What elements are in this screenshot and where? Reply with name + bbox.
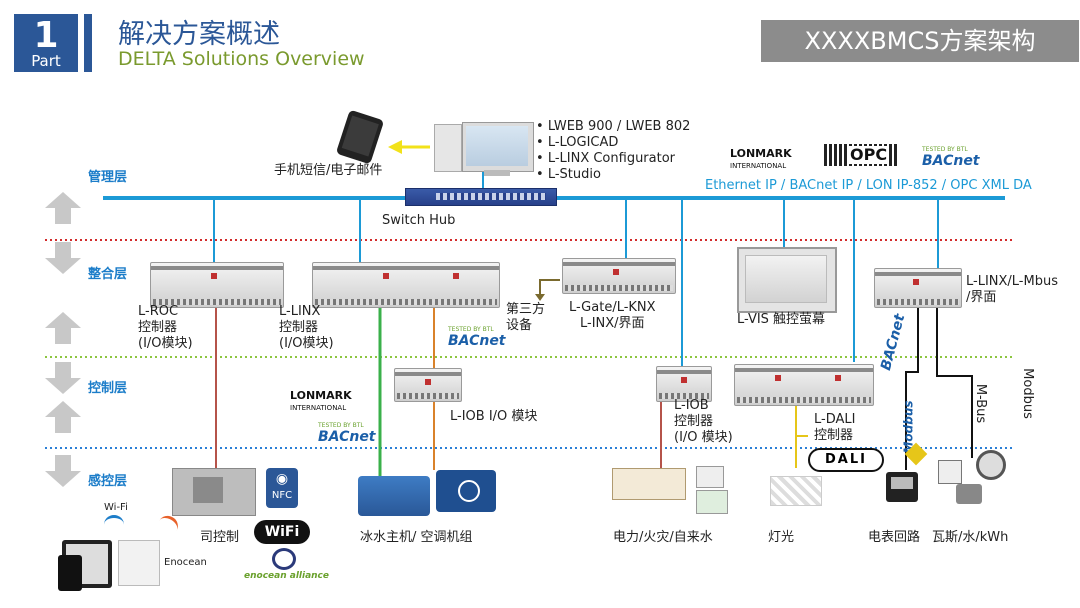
linx-mbus-label-1: L-LINX/L-Mbus (966, 274, 1058, 289)
roc-label-3: (I/O模块) (138, 336, 193, 351)
wifi-small-label: Wi-Fi (104, 502, 128, 513)
third-party-label-2: 设备 (506, 318, 533, 333)
dali-label-1: L-DALI (814, 412, 856, 427)
phone-icon (58, 555, 82, 591)
linx-label-2: 控制器 (279, 320, 319, 335)
nfc-logo: ◉NFC (266, 468, 298, 508)
section-ribbon: XXXXBMCS方案架构 (761, 20, 1079, 62)
enocean-alliance-icon (272, 548, 296, 570)
gateway-label-2: L-INX/界面 (580, 316, 645, 331)
opc-logo: OPC (824, 144, 898, 166)
wifi-logo: WiFi (254, 520, 310, 544)
water-meter-icon (696, 490, 728, 514)
part-badge: 1 Part (14, 14, 78, 72)
wall-switch-icon (118, 540, 160, 586)
software-item: • LWEB 900 / LWEB 802 (536, 119, 691, 134)
l-roc-controller (150, 262, 284, 308)
gas-label: 瓦斯/水/kWh (932, 530, 1009, 545)
part-number: 1 (33, 15, 59, 56)
dali-logo: DALI (808, 448, 884, 472)
meter-label: 电表回路 (868, 530, 921, 545)
software-item: • L-LINX Configurator (536, 151, 676, 166)
third-party-label-1: 第三方 (506, 302, 546, 317)
arrow-up-icon (45, 192, 81, 208)
lighting-label: 灯光 (768, 530, 795, 545)
iob-ctrl-label-3: (I/O 模块) (674, 430, 733, 445)
layer-management: 管理层 (88, 170, 128, 185)
modbus-label: Modbus (1019, 368, 1035, 419)
gas-meter-icon (976, 450, 1006, 480)
l-iob-io-module (394, 368, 462, 402)
arrow-up-icon (45, 401, 81, 417)
chiller-icon (358, 476, 430, 516)
modbus-label-box: Modbus (1018, 366, 1042, 426)
fire-panel-icon (696, 466, 724, 488)
arrow-down-icon (45, 471, 81, 487)
iob-io-label: L-IOB I/O 模块 (450, 409, 538, 424)
dali-label-2: 控制器 (814, 428, 854, 443)
roc-label-1: L-ROC (138, 304, 179, 319)
ahu-icon (436, 470, 496, 512)
pc-tower-icon (434, 124, 462, 172)
linx-label-3: (I/O模块) (279, 336, 334, 351)
roc-label-2: 控制器 (138, 320, 178, 335)
mbus-label-box: M-Bus (973, 382, 993, 428)
mobile-label: 手机短信/电子邮件 (274, 163, 383, 178)
mbus-label: M-Bus (973, 383, 989, 424)
layer-sensing: 感控层 (88, 474, 128, 489)
switch-hub-label: Switch Hub (382, 213, 456, 228)
enocean-alliance-logo: enocean alliance (244, 571, 329, 581)
gateway-label-1: L-Gate/L-KNX (569, 300, 656, 315)
kwh-meter-icon (938, 460, 962, 484)
layer-control: 控制层 (88, 381, 128, 396)
vis-label: L-VIS 触控萤幕 (737, 312, 826, 327)
arrow-down-icon (45, 258, 81, 274)
control-cabinet-icon (172, 468, 256, 516)
arrow-down-icon (45, 378, 81, 394)
linx-mbus-label-2: /界面 (966, 290, 997, 305)
l-dali-controller (734, 364, 874, 406)
monitor-icon (462, 122, 534, 172)
electrical-panel-icon (612, 468, 686, 500)
chiller-label: 冰水主机/ 空调机组 (360, 530, 473, 545)
part-label: Part (31, 52, 61, 70)
layer-integration: 整合层 (88, 267, 128, 282)
water-meter-icon (956, 484, 982, 504)
enocean-small-label: Enocean (164, 557, 207, 568)
lighting-fixture-icon (770, 476, 822, 506)
wifi-signal-icon (104, 515, 124, 534)
l-vis-touch-panel (737, 247, 837, 313)
iob-ctrl-label-2: 控制器 (674, 414, 714, 429)
l-linx-controller (312, 262, 500, 308)
page-subtitle: DELTA Solutions Overview (118, 48, 365, 70)
power-meter-icon (886, 472, 918, 502)
l-linx-mbus-interface (874, 268, 962, 308)
arrow-up-icon (45, 312, 81, 328)
switch-hub-icon (405, 188, 557, 206)
l-gate-device (562, 258, 676, 294)
software-item: • L-LOGICAD (536, 135, 619, 150)
page-title: 解决方案概述 (118, 19, 280, 50)
power-label: 电力/火灾/自来水 (613, 530, 713, 545)
monitor-stand (484, 170, 510, 176)
iob-ctrl-label-1: L-IOB (674, 398, 709, 413)
l-iob-controller (656, 366, 712, 402)
software-item: • L-Studio (536, 167, 601, 182)
room-control-label: 司控制 (200, 530, 240, 545)
protocol-list: Ethernet IP / BACnet IP / LON IP-852 / O… (705, 178, 1032, 193)
badge-divider (84, 14, 92, 72)
linx-label-1: L-LINX (279, 304, 321, 319)
